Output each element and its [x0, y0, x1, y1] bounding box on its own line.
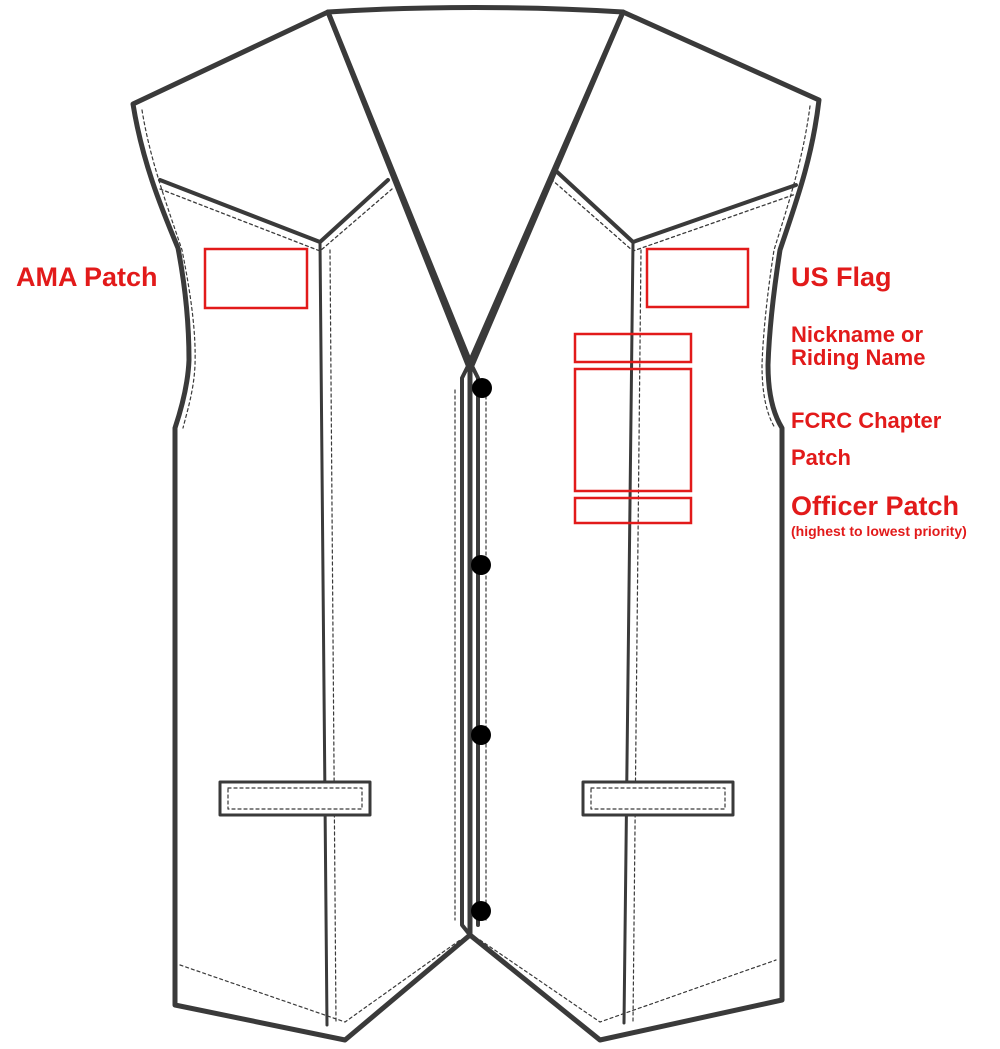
patch-placements: [203, 247, 750, 525]
right-pocket: [581, 780, 735, 817]
vest-button: [471, 555, 491, 575]
chapter-patch-label: FCRC Chapter Patch: [791, 402, 941, 476]
left-pocket-inner: [227, 787, 363, 810]
nickname-label: Nickname or Riding Name: [791, 323, 925, 369]
us-flag-label: US Flag: [791, 262, 892, 292]
right-armhole-stitch: [761, 105, 811, 429]
vest-body: [130, 5, 822, 1043]
vest-collar: [325, 5, 626, 365]
chapter-label-line2: Patch: [791, 445, 851, 470]
vest-placket: [460, 360, 472, 937]
nickname-label-line2: Riding Name: [791, 345, 926, 370]
officer-patch-label: Officer Patch: [791, 491, 960, 521]
left-pocket: [218, 780, 372, 817]
vest-left-panel: [130, 9, 473, 1043]
vest-button: [472, 378, 492, 398]
left-panel-seam: [318, 240, 329, 1027]
officer-priority-note: (highest to lowest priority): [791, 523, 967, 539]
left-armhole-stitch: [141, 109, 196, 429]
right-panel-seam: [622, 240, 635, 1025]
vest-button: [471, 901, 491, 921]
officer-patch-area: [573, 496, 693, 525]
right-pocket-inner: [590, 787, 726, 810]
nickname-area: [573, 332, 693, 364]
ama-patch-area: [203, 247, 309, 310]
chapter-patch-area: [573, 367, 693, 493]
us-flag-area: [645, 247, 750, 309]
chapter-label-line1: FCRC Chapter: [791, 408, 942, 433]
right-panel-seam-stitch: [632, 249, 642, 1022]
left-panel-seam-stitch: [329, 249, 337, 1024]
ama-patch-label: AMA Patch: [16, 262, 158, 292]
left-hem-stitch: [179, 939, 461, 1023]
right-hem-stitch: [479, 939, 777, 1023]
vest-buttons: [471, 378, 492, 921]
vest-button: [471, 725, 491, 745]
nickname-label-line1: Nickname or: [791, 322, 924, 347]
